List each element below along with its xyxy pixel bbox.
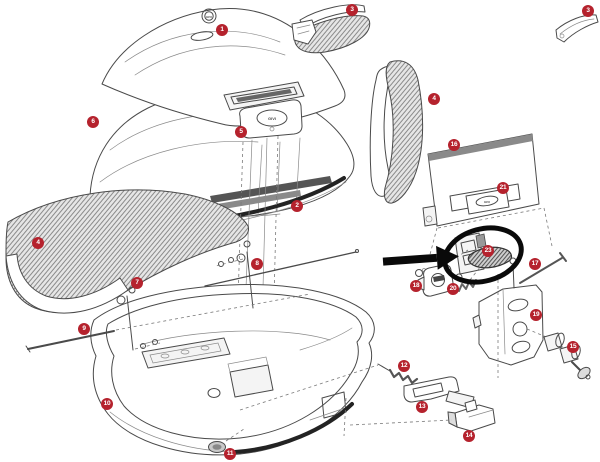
linkage-rod [25,293,311,353]
sliding-plate [403,376,475,409]
bushing-set [543,332,591,380]
bottom-bumper [233,402,354,454]
hook-assembly [454,232,513,275]
lock-cylinder [415,249,469,297]
spoiler-bracket-right [555,14,599,43]
tray-insert [141,337,231,369]
spoiler [291,4,371,54]
latch-logo-text: GIVI [268,116,276,121]
logo-plate: GIVI [465,188,510,215]
lid: GIVI [101,7,346,127]
highlight-arrow [382,245,459,270]
mounting-plate [472,257,557,378]
bottom-tray [90,284,375,456]
rubber-foot [208,428,245,453]
lid-emblem [201,8,217,24]
hinge-rod-top [204,249,359,287]
highlight-annotation [382,225,524,285]
slide-spring [239,363,419,411]
back-panel [422,133,553,263]
highlight-ellipse [442,225,524,285]
stud-right [215,240,254,309]
plate-logo-text: GIVI [484,200,490,204]
long-pin [519,252,567,284]
drain-hole [207,388,221,398]
lid-emblem-text: GIVI [206,15,212,19]
reflector-right [369,60,424,204]
cursor-block [349,399,496,432]
hook-blade [467,246,513,269]
lock-pocket [229,364,274,398]
reflector-left [5,189,249,314]
